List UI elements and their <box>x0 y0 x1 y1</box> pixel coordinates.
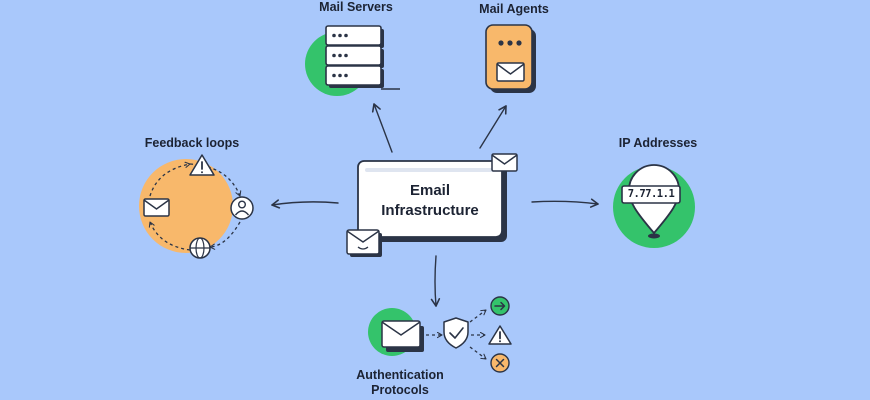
feedback-cycle-icon <box>139 154 254 259</box>
center-title: Email Infrastructure <box>360 163 500 239</box>
smile-envelope-icon <box>346 229 382 257</box>
envelope-icon <box>496 62 525 82</box>
mail-servers-label: Mail Servers <box>319 0 393 14</box>
center-title-line1: Email <box>409 182 451 199</box>
arrow-to-mail-servers <box>371 103 393 153</box>
authentication-flow-icon <box>368 296 512 373</box>
mail-agents-label: Mail Agents <box>479 2 549 16</box>
location-pin-icon <box>613 164 695 248</box>
envelope-icon <box>491 153 518 172</box>
connector-arrows <box>271 103 599 307</box>
arrow-right-icon <box>490 296 510 316</box>
feedback-loops-label: Feedback loops <box>144 136 240 150</box>
shield-check-icon <box>443 317 469 349</box>
authentication-label-line2: Protocols <box>371 383 429 397</box>
email-infrastructure-card <box>357 160 507 242</box>
arrow-to-mail-agents <box>479 105 507 149</box>
x-icon <box>490 353 510 373</box>
globe-icon <box>189 237 211 259</box>
arrow-to-authentication <box>430 255 441 307</box>
warning-icon <box>189 154 215 176</box>
mail-server-stack-icon <box>305 25 400 96</box>
ip-address-value: 7.77.1.1 <box>627 188 675 200</box>
envelope-icon <box>143 198 170 217</box>
authentication-protocols-label: Authentication Protocols <box>340 368 460 398</box>
authentication-label-line1: Authentication <box>356 368 444 382</box>
arrow-to-ip-addresses <box>531 198 599 208</box>
user-icon <box>230 196 254 220</box>
ip-addresses-label: IP Addresses <box>618 136 698 150</box>
warning-icon <box>488 325 512 345</box>
mail-agent-device-icon <box>485 24 536 93</box>
arrow-to-feedback-loops <box>271 199 339 209</box>
center-title-line2: Infrastructure <box>381 202 479 219</box>
